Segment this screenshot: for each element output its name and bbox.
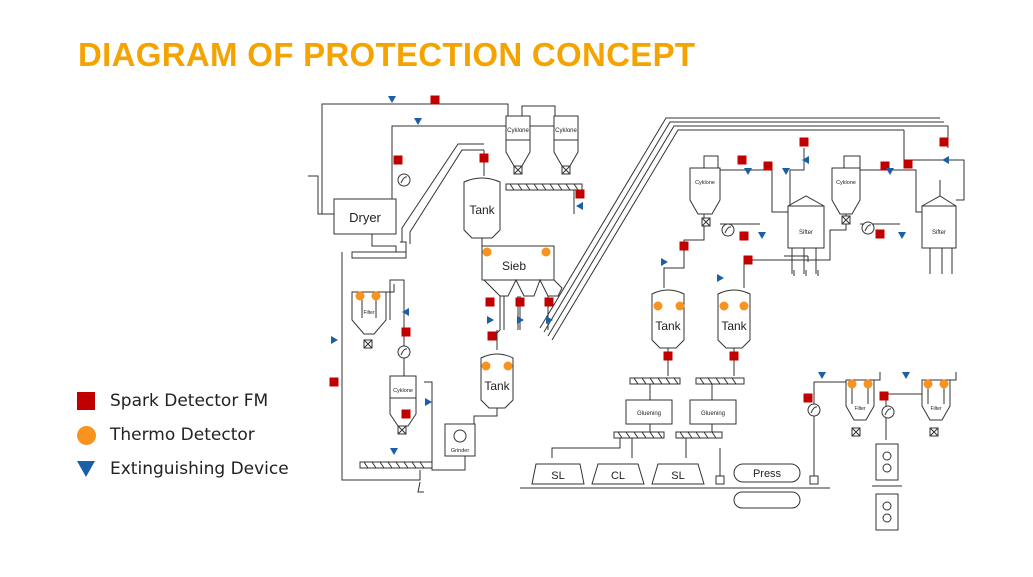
sifter-label: Sifter xyxy=(932,230,946,236)
tank-label: Tank xyxy=(721,319,747,333)
legend-label: Thermo Detector xyxy=(110,425,255,445)
dryer-label: Dryer xyxy=(349,210,381,225)
sifter-label: Sifter xyxy=(799,230,813,236)
sl-label: SL xyxy=(551,470,564,482)
filter-label: Filter xyxy=(854,406,865,412)
orange-circle-icon xyxy=(76,425,96,445)
sl-label: SL xyxy=(671,470,684,482)
cyklone-label: Cyklone xyxy=(836,180,856,186)
gluening-label: Gluening xyxy=(637,411,661,417)
cyklone-label: Cyklone xyxy=(507,128,529,134)
legend-item-spark: Spark Detector FM xyxy=(76,384,289,418)
cyklone-label: Cyklone xyxy=(555,128,577,134)
tank-label: Tank xyxy=(655,319,681,333)
filter-label: Filter xyxy=(930,406,941,412)
tank-label: Tank xyxy=(469,203,495,217)
cyklone-label: Cyklone xyxy=(695,180,715,186)
legend: Spark Detector FM Thermo Detector Exting… xyxy=(76,384,289,486)
legend-label: Spark Detector FM xyxy=(110,391,269,411)
grinder-label: Grinder xyxy=(451,448,470,454)
cl-label: CL xyxy=(611,470,625,482)
filter-label: Filter xyxy=(363,310,374,316)
legend-item-thermo: Thermo Detector xyxy=(76,418,289,452)
gluening-label: Gluening xyxy=(701,411,725,417)
press-label: Press xyxy=(753,468,782,480)
spark-detectors xyxy=(329,95,949,419)
tank-label: Tank xyxy=(484,379,510,393)
page-title: DIAGRAM OF PROTECTION CONCEPT xyxy=(78,36,696,73)
sieb-label: Sieb xyxy=(502,259,526,273)
red-square-icon xyxy=(76,391,96,411)
legend-item-extinguish: Extinguishing Device xyxy=(76,452,289,486)
blue-triangle-icon xyxy=(76,459,96,479)
legend-label: Extinguishing Device xyxy=(110,459,289,479)
cyklone-label: Cyklone xyxy=(393,388,413,394)
